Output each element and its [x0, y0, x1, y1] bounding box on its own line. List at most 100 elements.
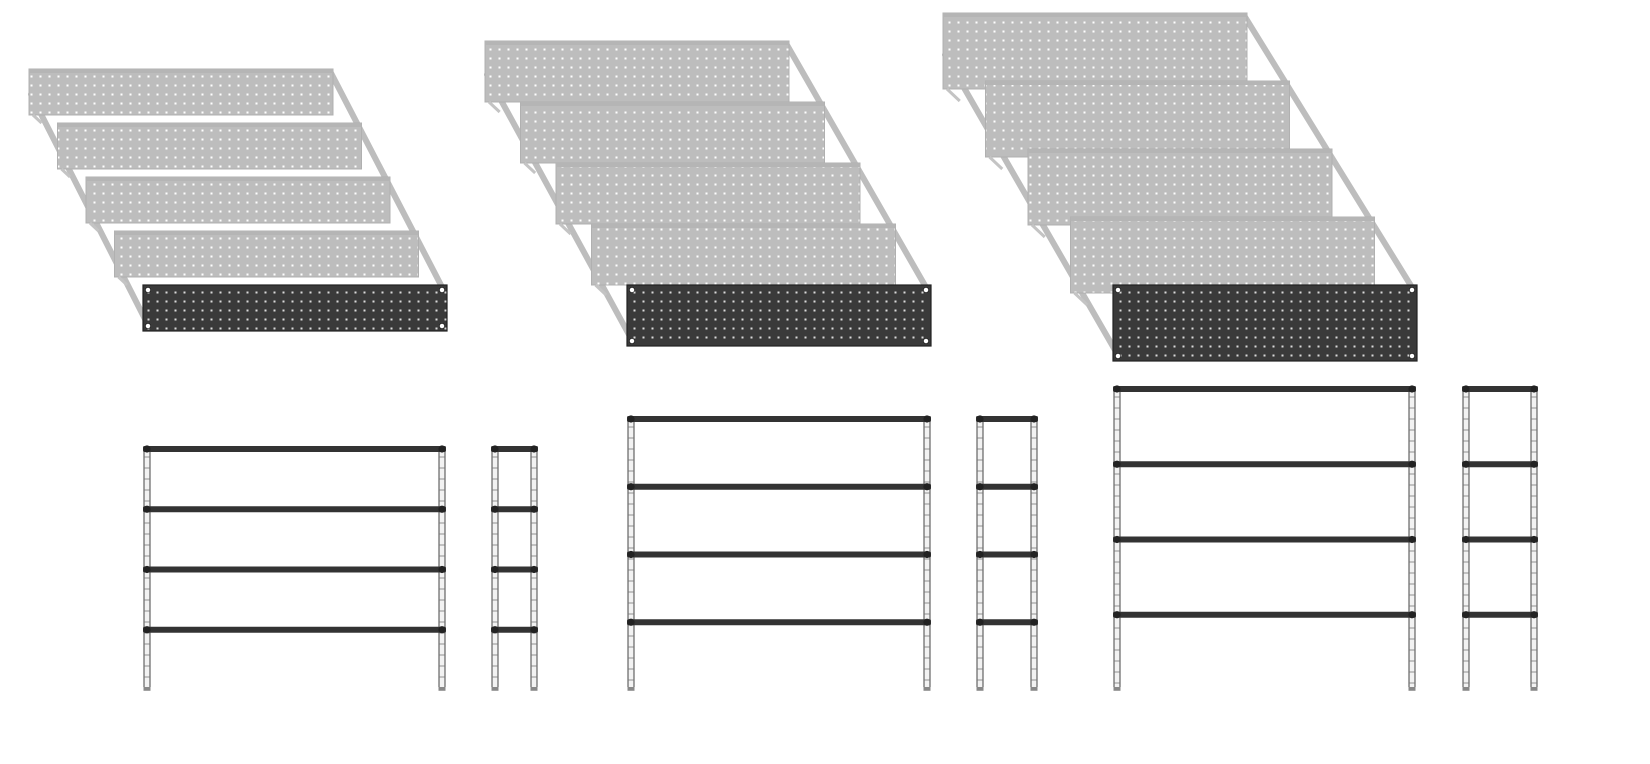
- ghost-panel-body: [520, 101, 825, 164]
- shelf-end-cap: [530, 626, 538, 634]
- shelf-end-cap: [1030, 483, 1038, 491]
- corner-screw-icon: [629, 287, 635, 293]
- ghost-panel: [1070, 216, 1375, 294]
- shelf-end-cap: [976, 483, 984, 491]
- shelf-plank: [976, 416, 1038, 422]
- corner-screw-icon: [1115, 287, 1121, 293]
- shelf-level: [491, 565, 538, 574]
- shelf-plank: [627, 551, 931, 558]
- ghost-panel-lip: [1028, 149, 1332, 153]
- corner-screw-icon: [439, 323, 445, 329]
- shelf-end-cap: [530, 445, 538, 453]
- ghost-panel-body: [1070, 216, 1375, 294]
- ghost-panel: [555, 162, 861, 225]
- ghost-panel: [1027, 148, 1333, 226]
- shelf-end-cap: [1113, 535, 1121, 544]
- shelf-end-cap: [923, 415, 931, 423]
- shelf-level: [627, 550, 931, 559]
- shelf-level: [976, 415, 1038, 423]
- shelf-end-cap: [1113, 460, 1121, 468]
- shelf-level: [143, 505, 446, 513]
- ghost-panel-body: [85, 176, 391, 224]
- shelf-plank: [1113, 386, 1416, 392]
- ghost-panel: [520, 101, 825, 164]
- shelf-plank: [976, 551, 1038, 558]
- shelf-level: [976, 550, 1038, 559]
- shelf-plank: [627, 619, 931, 626]
- shelf-end-cap: [438, 505, 446, 513]
- ghost-connector: [523, 161, 537, 175]
- corner-screw-icon: [629, 338, 635, 344]
- shelf-plank: [143, 446, 446, 452]
- shelf-plank: [1113, 536, 1416, 543]
- ghost-connector: [945, 87, 961, 103]
- post-foot: [143, 687, 151, 690]
- shelf-end-cap: [923, 550, 931, 559]
- ghost-panel-lip: [556, 163, 860, 167]
- shelf-level: [1113, 460, 1416, 468]
- shelf-end-cap: [438, 626, 446, 634]
- pegboard-panel-body: [1112, 284, 1418, 362]
- shelf-end-cap: [530, 505, 538, 513]
- shelf-end-cap: [491, 626, 499, 634]
- shelf-plank: [143, 506, 446, 513]
- shelf-plank: [976, 619, 1038, 626]
- shelf-level: [1462, 385, 1538, 393]
- shelf-end-cap: [1462, 535, 1470, 544]
- shelf-level: [1113, 535, 1416, 544]
- shelf-level: [627, 483, 931, 491]
- shelf-end-cap: [143, 445, 151, 453]
- shelf-level: [143, 445, 446, 453]
- ghost-panel-lip: [591, 224, 896, 228]
- corner-screw-icon: [439, 287, 445, 293]
- ghost-connector: [1030, 223, 1046, 239]
- shelf-plank: [491, 506, 538, 513]
- shelf-end-cap: [1462, 385, 1470, 393]
- corner-screw-icon: [145, 287, 151, 293]
- shelf-end-cap: [976, 415, 984, 423]
- shelf-end-cap: [438, 445, 446, 453]
- shelf-end-cap: [1530, 535, 1538, 544]
- shelf-end-cap: [627, 483, 635, 491]
- shelf-level: [627, 618, 931, 626]
- ghost-connector: [988, 155, 1004, 171]
- shelf-end-cap: [627, 550, 635, 559]
- shelf-level: [976, 618, 1038, 626]
- ghost-panel-body: [1027, 148, 1333, 226]
- shelf-end-cap: [1408, 460, 1416, 468]
- post-foot: [1030, 687, 1038, 690]
- shelf-plank: [491, 626, 538, 633]
- corner-screw-icon: [1115, 353, 1121, 359]
- ghost-panel-body: [114, 230, 419, 278]
- shelf-level: [143, 565, 446, 574]
- post-foot: [491, 687, 499, 690]
- post-foot: [627, 687, 635, 690]
- ghost-connector: [60, 167, 72, 179]
- elevation-large: [1113, 385, 1538, 691]
- pegboard-panel-final: [626, 284, 932, 347]
- ghost-panel-lip: [520, 102, 825, 106]
- shelf-level: [627, 415, 931, 423]
- shelf-end-cap: [1530, 385, 1538, 393]
- shelf-end-cap: [143, 505, 151, 513]
- ghost-panel-lip: [1070, 217, 1375, 221]
- pegboard-panel-final: [1112, 284, 1418, 362]
- post-foot: [1530, 687, 1538, 690]
- elevation-small: [143, 445, 538, 691]
- ghost-panel-body: [985, 80, 1290, 158]
- ghost-connector: [487, 100, 501, 114]
- ghost-connector: [558, 222, 572, 236]
- shelf-plank: [143, 626, 446, 633]
- shelf-end-cap: [491, 565, 499, 574]
- shelf-end-cap: [1030, 618, 1038, 626]
- post-foot: [1462, 687, 1470, 690]
- post-foot: [1408, 687, 1416, 690]
- corner-screw-icon: [923, 287, 929, 293]
- shelf-plank: [143, 566, 446, 573]
- shelf-plank: [627, 483, 931, 490]
- shelf-end-cap: [143, 565, 151, 574]
- ghost-panel-body: [555, 162, 861, 225]
- ghost-panel-body: [942, 12, 1248, 90]
- ghost-connector: [594, 283, 608, 297]
- shelf-plank: [1462, 611, 1538, 618]
